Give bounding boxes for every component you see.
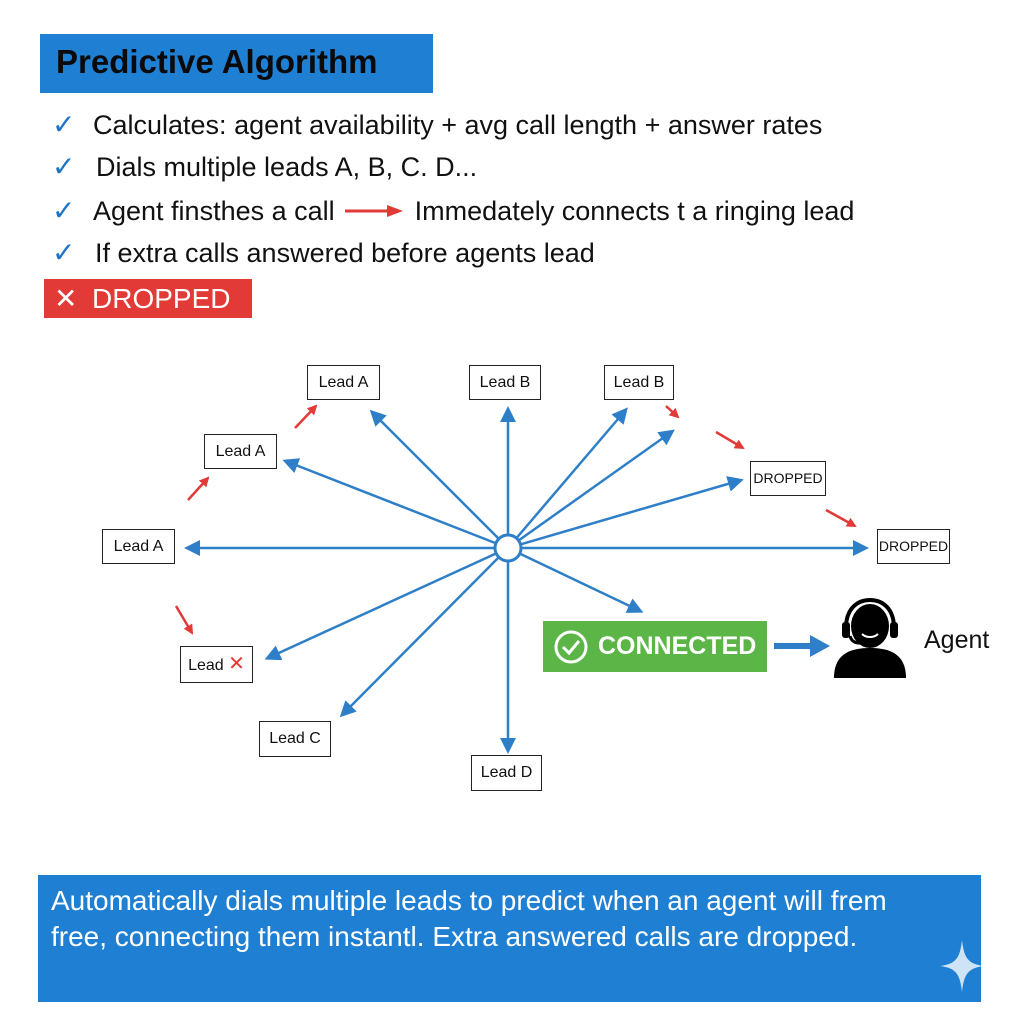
connected-badge: CONNECTED — [543, 621, 767, 672]
agent-headset-icon — [834, 597, 906, 678]
x-icon: ✕ — [228, 653, 245, 675]
title-banner: Predictive Algorithm — [40, 34, 433, 93]
dial-arrow — [282, 458, 509, 550]
lead-node: Lead B — [469, 365, 541, 400]
footer-line: free, connecting them instantl. Extra an… — [51, 921, 858, 952]
check-circle-icon — [554, 630, 588, 664]
lead-node: Lead C — [259, 721, 331, 757]
lead-node-label: Lead — [188, 657, 224, 674]
red-arrow — [825, 508, 857, 528]
dropped-badge: ✕ DROPPED — [44, 279, 252, 318]
dropped-badge-label: DROPPED — [92, 283, 231, 314]
bullet-text: If extra calls answered before agents le… — [95, 238, 595, 268]
sparkle-icon — [940, 940, 984, 992]
checkmark-icon: ✓ — [52, 194, 76, 227]
dial-arrow — [369, 409, 509, 549]
footer-summary: Automatically dials multiple leads to pr… — [38, 875, 981, 1002]
lead-node: Lead D — [471, 755, 542, 791]
dial-arrow — [507, 407, 628, 549]
dial-arrow — [264, 546, 509, 661]
dropped-node: DROPPED — [877, 529, 950, 564]
red-arrow-icon — [344, 204, 403, 217]
connected-label: CONNECTED — [598, 632, 757, 660]
bullet-text: Immedately connects t a ringing lead — [414, 196, 855, 226]
lead-node: Lead A — [102, 529, 175, 564]
red-arrow — [715, 430, 745, 450]
page-title: Predictive Algorithm — [56, 43, 378, 80]
dial-arrow — [507, 476, 744, 550]
dial-arrow — [507, 429, 675, 550]
connect-arrow-head — [810, 635, 830, 657]
checkmark-icon: ✓ — [52, 150, 76, 183]
bullet-text: Agent finsthes a call — [93, 196, 335, 226]
x-icon: ✕ — [54, 282, 78, 315]
red-arrow — [174, 605, 194, 635]
dial-arrow — [339, 547, 509, 718]
red-arrow — [187, 476, 210, 501]
lead-node: Lead A — [307, 365, 380, 400]
bullet-text: Calculates: agent availability + avg cal… — [93, 110, 823, 140]
red-arrow — [294, 404, 318, 429]
checkmark-icon: ✓ — [52, 236, 76, 269]
hub-circle — [493, 533, 523, 563]
dropped-node: DROPPED — [750, 461, 826, 496]
bullet-text: Dials multiple leads A, B, C. D... — [96, 152, 478, 182]
lead-node: Lead A — [204, 434, 277, 469]
lead-node: Lead B — [604, 365, 674, 400]
red-arrow — [665, 405, 680, 419]
agent-label: Agent — [924, 626, 990, 654]
checkmark-icon: ✓ — [52, 108, 76, 141]
footer-line: Automatically dials multiple leads to pr… — [51, 885, 887, 916]
lead-node-dropped: Lead ✕ — [180, 646, 253, 683]
dial-arrow — [507, 546, 644, 613]
